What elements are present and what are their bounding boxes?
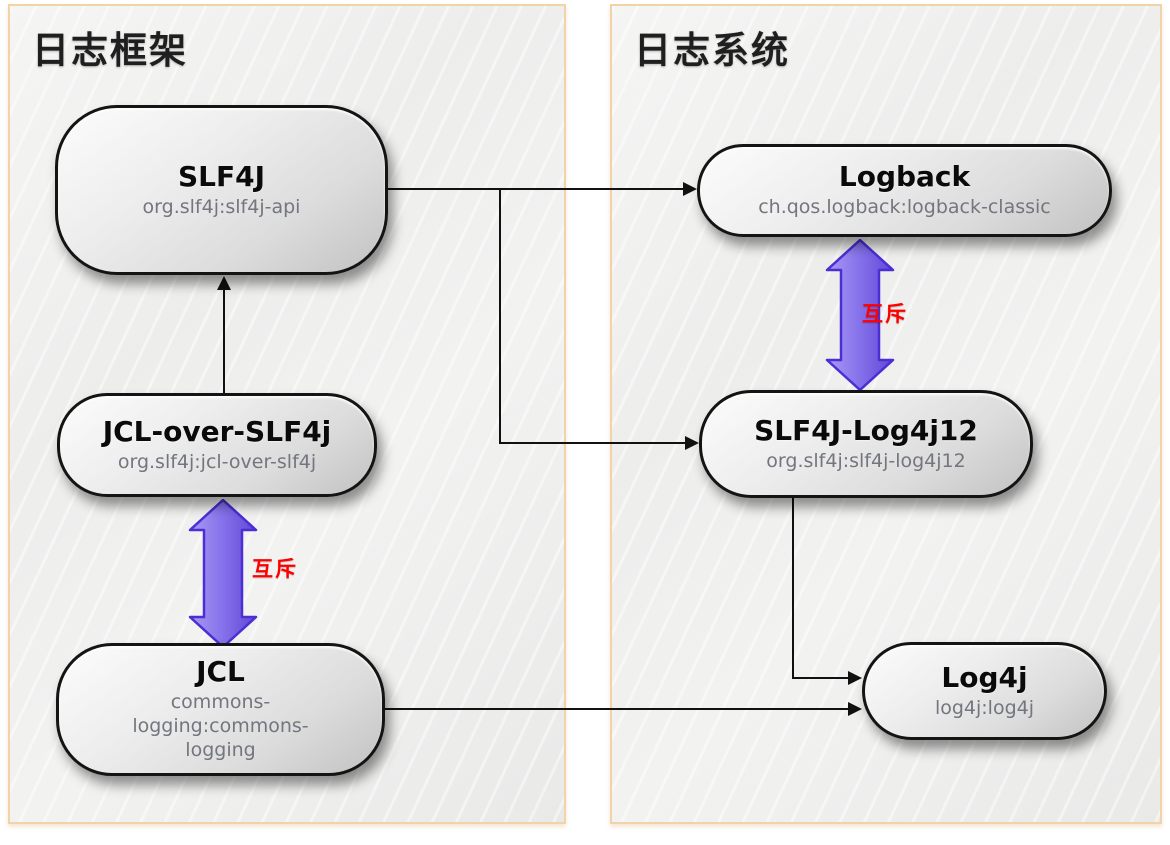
panel-title-logging-systems: 日志系统: [634, 29, 790, 72]
arrowhead-into-log4j-lower-icon: [848, 702, 862, 716]
node-jcl-artifact: commons-logging:commons-logging: [132, 691, 309, 761]
node-slf4j: SLF4J org.slf4j:slf4j-api: [55, 105, 388, 275]
node-jcl-over-slf4j-title: JCL-over-SLF4j: [102, 414, 332, 448]
arrowhead-into-log4j-upper-icon: [848, 671, 862, 685]
arrowhead-into-slf4j-log4j12-icon: [685, 436, 699, 450]
node-jcl-title: JCL: [196, 655, 245, 689]
edge-slf4j-to-slf4j-log4j12: [499, 442, 687, 444]
node-jcl-over-slf4j: JCL-over-SLF4j org.slf4j:jcl-over-slf4j: [57, 393, 377, 497]
node-logback-artifact: ch.qos.logback:logback-classic: [758, 196, 1051, 219]
node-slf4j-artifact: org.slf4j:slf4j-api: [142, 195, 301, 218]
edge-slf4j-log4j12-down-vertical: [792, 498, 794, 679]
mutex-label-left: 互斥: [252, 557, 298, 581]
node-slf4j-log4j12-title: SLF4J-Log4j12: [754, 413, 978, 447]
node-logback-title: Logback: [838, 160, 971, 194]
edge-jcl-over-slf4j-to-slf4j: [223, 285, 225, 393]
arrowhead-into-slf4j-icon: [217, 276, 231, 290]
node-slf4j-log4j12-artifact: org.slf4j:slf4j-log4j12: [766, 449, 966, 472]
node-log4j-title: Log4j: [941, 660, 1028, 694]
node-slf4j-title: SLF4J: [177, 159, 266, 193]
mutex-label-right: 互斥: [862, 302, 908, 326]
node-log4j-artifact: log4j:log4j: [934, 696, 1035, 719]
node-slf4j-log4j12: SLF4J-Log4j12 org.slf4j:slf4j-log4j12: [699, 390, 1033, 498]
node-jcl: JCL commons-logging:commons-logging: [56, 643, 385, 776]
edge-jcl-to-log4j: [385, 708, 850, 710]
node-logback: Logback ch.qos.logback:logback-classic: [697, 144, 1112, 237]
panel-title-logging-frameworks: 日志框架: [32, 29, 188, 72]
node-jcl-over-slf4j-artifact: org.slf4j:jcl-over-slf4j: [117, 450, 317, 473]
mutual-exclusion-double-arrow-icon: [188, 499, 258, 648]
arrowhead-into-logback-icon: [683, 182, 697, 196]
node-log4j: Log4j log4j:log4j: [862, 642, 1107, 740]
edge-slf4j-to-logback: [388, 188, 687, 190]
edge-slf4j-log4j12-to-log4j: [792, 677, 850, 679]
edge-slf4j-branch-vertical: [499, 188, 501, 444]
